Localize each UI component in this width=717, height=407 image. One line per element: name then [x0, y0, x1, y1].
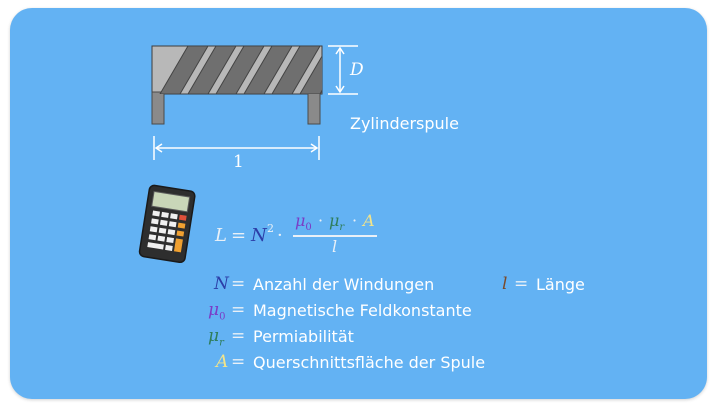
formula-A: A [363, 211, 375, 230]
formula-lhs: L [215, 225, 227, 246]
diagram-card: D 1 Zylinderspule L = [10, 8, 707, 399]
coil-lead-right [307, 91, 321, 125]
formula-mu0: μ0 [295, 211, 312, 234]
legend-symbol-N: N [214, 274, 229, 294]
legend-symbol-A: A [216, 352, 229, 372]
calculator-icon [138, 184, 196, 264]
formula-num-dot-2: · [352, 211, 358, 230]
legend-equals: = [514, 274, 529, 294]
legend-row-l: l = Länge [502, 272, 622, 296]
inductance-formula: L = N 2 · μ0 · μr · A l [215, 208, 405, 258]
legend-text-N: Anzahl der Windungen [253, 275, 435, 294]
formula-mur: μr [329, 211, 345, 234]
length-dimension [153, 136, 320, 160]
formula-N: N [251, 225, 267, 246]
legend-text-mur: Permiabilität [253, 327, 354, 346]
legend-equals: = [231, 274, 246, 294]
legend-symbol-l: l [502, 274, 508, 294]
diameter-dimension [328, 45, 358, 95]
legend-equals: = [231, 326, 246, 346]
legend-row-A: A = Querschnittsfläche der Spule [216, 350, 536, 374]
formula-exponent: 2 [267, 222, 274, 235]
legend-text-mu0: Magnetische Feldkonstante [253, 301, 472, 320]
legend-equals: = [231, 352, 246, 372]
diameter-label: D [350, 60, 364, 80]
coil-caption: Zylinderspule [350, 114, 459, 133]
legend-symbol-mu0: μ0 [208, 300, 226, 323]
legend-row-N: N = Anzahl der Windungen [214, 272, 514, 296]
legend-text-l: Länge [536, 275, 585, 294]
formula-equals: = [231, 225, 247, 246]
legend-row-mur: μr = Permiabilität [208, 324, 508, 348]
coil-illustration [151, 45, 358, 160]
formula-denominator: l [332, 237, 338, 256]
formula-dot: · [277, 225, 283, 246]
formula-num-dot-1: · [318, 211, 324, 230]
formula-fraction-bar [293, 235, 377, 237]
coil-lead-left [151, 91, 165, 125]
legend-symbol-mur: μr [208, 326, 224, 349]
legend-equals: = [231, 300, 246, 320]
coil-windings [159, 46, 322, 94]
length-label: 1 [233, 152, 244, 172]
legend-text-A: Querschnittsfläche der Spule [253, 353, 486, 372]
legend-row-mu0: μ0 = Magnetische Feldkonstante [208, 298, 528, 322]
